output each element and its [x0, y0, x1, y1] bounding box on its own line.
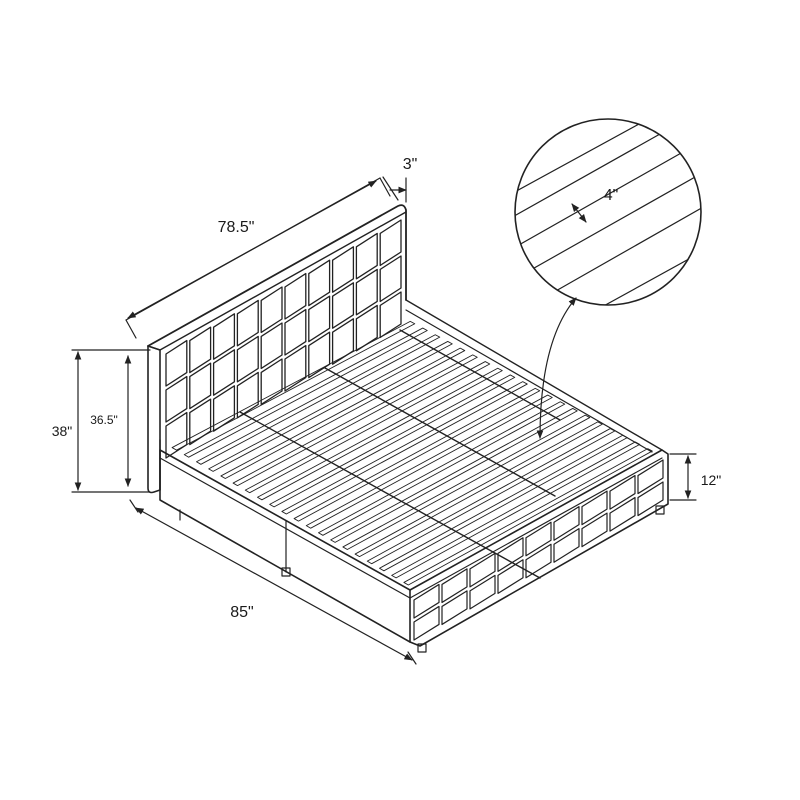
tuft-cell: [189, 326, 212, 374]
footboard-tufting: [413, 459, 664, 641]
footboard-tuft-cell: [609, 496, 636, 532]
footboard-tuft-cell: [413, 605, 440, 641]
dimension-bed-length: 85": [129, 499, 417, 665]
tuft-cell: [379, 291, 402, 339]
tuft-cell: [379, 255, 402, 303]
slat: [342, 414, 591, 550]
bed-frame: [159, 299, 669, 653]
footboard-tuft-cell: [637, 481, 664, 517]
slat: [208, 341, 453, 472]
tuft-cell: [236, 335, 259, 383]
footboard-tuft-cell: [553, 528, 580, 563]
tuft-cell: [212, 349, 236, 396]
tuft-cell: [260, 322, 283, 370]
tuft-cell: [331, 318, 355, 365]
footboard-tuft-cell: [469, 552, 496, 588]
dimension-headboard-thickness: 3": [382, 156, 418, 203]
footboard-tuft-cell: [581, 490, 608, 526]
bed-length-label: 85": [230, 604, 253, 621]
footboard-tuft-cell: [581, 512, 608, 548]
dimension-headboard-height: 36.5": [90, 355, 132, 487]
footboard-tuft-cell: [497, 537, 524, 572]
total-height-label: 38": [52, 423, 73, 439]
footboard-tuft-cell: [469, 574, 496, 610]
side-rail-height-label: 12": [701, 472, 722, 488]
headboard-height-label: 36.5": [90, 413, 118, 427]
footboard-tuft-cell: [525, 521, 552, 557]
footboard-tuft-cell: [413, 583, 440, 619]
footboard-tuft-cell: [525, 543, 552, 579]
slat: [232, 354, 478, 487]
slat: [354, 421, 603, 558]
tuft-cell: [165, 339, 188, 387]
tuft-cell: [165, 375, 188, 423]
slat: [196, 334, 441, 465]
headboard-width-label: 78.5": [218, 219, 255, 236]
tuft-cell: [189, 398, 212, 446]
slat: [391, 441, 641, 579]
slat: [171, 320, 416, 451]
footboard-tuft-cell: [637, 459, 664, 495]
footboard-tuft-cell: [497, 559, 524, 594]
footboard-tuft-cell: [609, 474, 636, 510]
tuft-cell: [379, 219, 402, 267]
footboard-tuft-cell: [553, 506, 580, 541]
slat: [257, 367, 503, 501]
headboard-tufting: [165, 219, 402, 459]
tuft-cell: [284, 344, 307, 392]
dimension-headboard-width: 78.5": [125, 177, 391, 339]
slat-width-label: 4": [604, 187, 619, 204]
slat: [220, 347, 466, 479]
slat: [269, 374, 516, 508]
tuft-cell: [189, 362, 212, 410]
headboard-thickness-label: 3": [403, 156, 418, 173]
bed-slats: [171, 320, 653, 586]
tuft-cell: [260, 358, 283, 406]
tuft-cell: [212, 385, 236, 432]
slat: [403, 448, 653, 586]
slat: [318, 401, 566, 536]
slat: [244, 361, 491, 494]
slat-detail-callout: 4": [514, 118, 702, 439]
dimension-side-rail-height: 12": [669, 453, 722, 501]
footboard-tuft-cell: [441, 590, 468, 626]
footboard-tuft-cell: [441, 568, 468, 604]
slat: [183, 327, 428, 458]
dimension-total-height: 38": [52, 349, 151, 493]
tuft-cell: [236, 371, 259, 419]
